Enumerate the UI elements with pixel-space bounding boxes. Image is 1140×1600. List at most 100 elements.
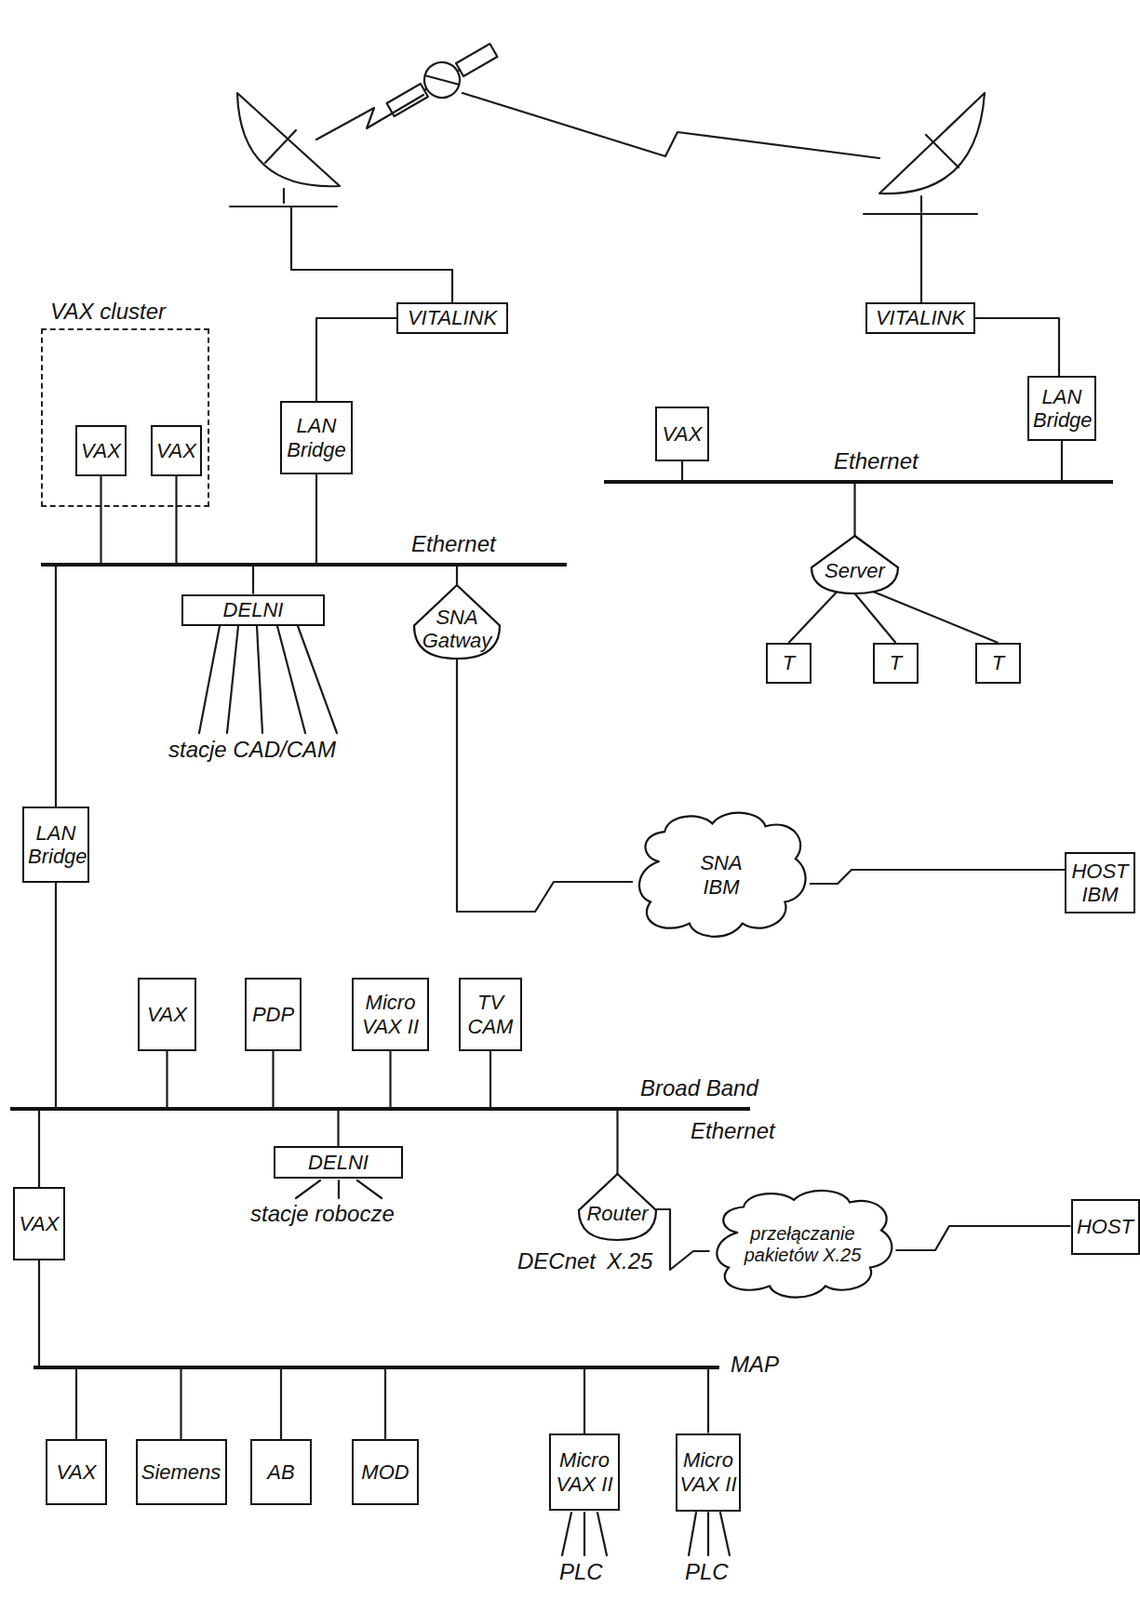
shape-outline [811,536,899,594]
node-label: SNA IBM [684,851,759,899]
broadband-bus: Broad BandEthernet [10,1107,751,1112]
bus-label: Ethernet [831,448,921,475]
satellite [381,35,503,126]
vax-computer: VAX [45,1439,108,1506]
node-label: T [992,651,1005,675]
vax-computer: VAX [150,425,202,477]
node-label: Micro VAX II [554,1448,615,1497]
node-label: AB [267,1461,295,1485]
node-label: HOST IBM [1070,859,1130,908]
radio-link [316,94,424,140]
network-link [789,591,838,644]
microvax-computer: Micro VAX II [351,978,430,1052]
network-link [99,476,102,564]
router-node: Router [578,1174,657,1241]
pdp-computer: PDP [244,978,302,1052]
dish-cable [291,206,453,305]
node-label: LAN Bridge [1032,385,1091,433]
network-link [316,318,397,402]
shape-outline [639,813,806,938]
node-label: T [782,651,795,675]
node-label: VAX [156,439,197,463]
cluster-group: VAX clusterVAXVAX [40,328,210,508]
radio-link [462,93,880,159]
network-link [489,1051,492,1108]
station-lines [295,1180,382,1199]
mod-box: MOD [351,1439,419,1506]
node-label: LAN Bridge [27,821,84,870]
ethernet-bus: Ethernet [603,480,1114,484]
network-link [280,1369,282,1440]
satellite-dish [229,93,340,207]
network-link [616,1111,618,1175]
terminal-box: T [872,643,919,684]
node-label: VITALINK [407,306,497,330]
bus-label: Ethernet [688,1118,778,1145]
station-label: stacje robocze [250,1201,395,1228]
node-label: MOD [361,1461,409,1485]
shape-outline [716,1191,892,1299]
vax-computer: VAX [13,1187,66,1261]
shape-outline [414,585,500,659]
ab-box: AB [250,1439,312,1506]
network-link [54,566,57,807]
satellite-dish [863,93,985,215]
bus-label: MAP [728,1352,781,1379]
node-label: TV CAM [464,991,517,1039]
network-link [855,593,897,644]
shape-outline [578,1174,657,1241]
host-box: HOST IBM [1064,852,1136,914]
plc-lines [562,1513,730,1556]
lan-bridge: LAN Bridge [280,401,353,475]
network-link [853,483,856,537]
node-label: Siemens [141,1461,222,1485]
siemens-box: Siemens [135,1439,228,1506]
network-link [456,658,633,913]
protocol-label: DECnet [517,1248,596,1275]
node-label: SNA Gatway [421,605,493,654]
network-link [583,1369,586,1435]
node-label: Server [824,559,886,583]
network-link [38,1111,41,1188]
node-label: DELNI [308,1151,369,1175]
network-link [38,1260,41,1367]
network-link [75,1369,78,1440]
map-bus: MAP [33,1366,720,1370]
x25-network-cloud: przełączanie pakietów X.25 [710,1186,897,1303]
lan-bridge: LAN Bridge [1027,375,1097,442]
delni-box: DELNI [273,1146,403,1180]
network-link [179,1369,182,1440]
network-link [388,1051,391,1108]
terminal-box: T [975,643,1021,684]
plc-label: PLC [559,1559,604,1586]
network-link [871,591,998,644]
sna-network-cloud: SNA IBM [632,807,810,943]
network-link [656,1209,711,1271]
network-link [54,883,57,1108]
node-label: VAX [80,439,121,463]
network-link [174,476,177,564]
plc-label: PLC [684,1559,729,1586]
bus-label: Broad Band [638,1075,761,1102]
node-label: VAX [147,1003,188,1027]
network-link [271,1051,274,1108]
microvax-computer: Micro VAX II [549,1434,620,1512]
group-heading: VAX cluster [50,298,166,325]
node-label: VAX [662,422,703,446]
vitalink-box: VITALINK [396,302,509,335]
node-label: PDP [252,1003,295,1027]
vax-computer: VAX [655,406,710,462]
node-label: VAX [19,1212,60,1236]
node-label: VITALINK [875,306,966,330]
station-label: stacje CAD/CAM [168,737,336,764]
vax-computer: VAX [75,425,127,477]
network-link [681,461,684,481]
tv-cam-box: TV CAM [458,978,523,1052]
network-link [809,870,1065,885]
network-link [707,1369,710,1435]
network-link [252,566,255,595]
station-lines [199,626,337,734]
